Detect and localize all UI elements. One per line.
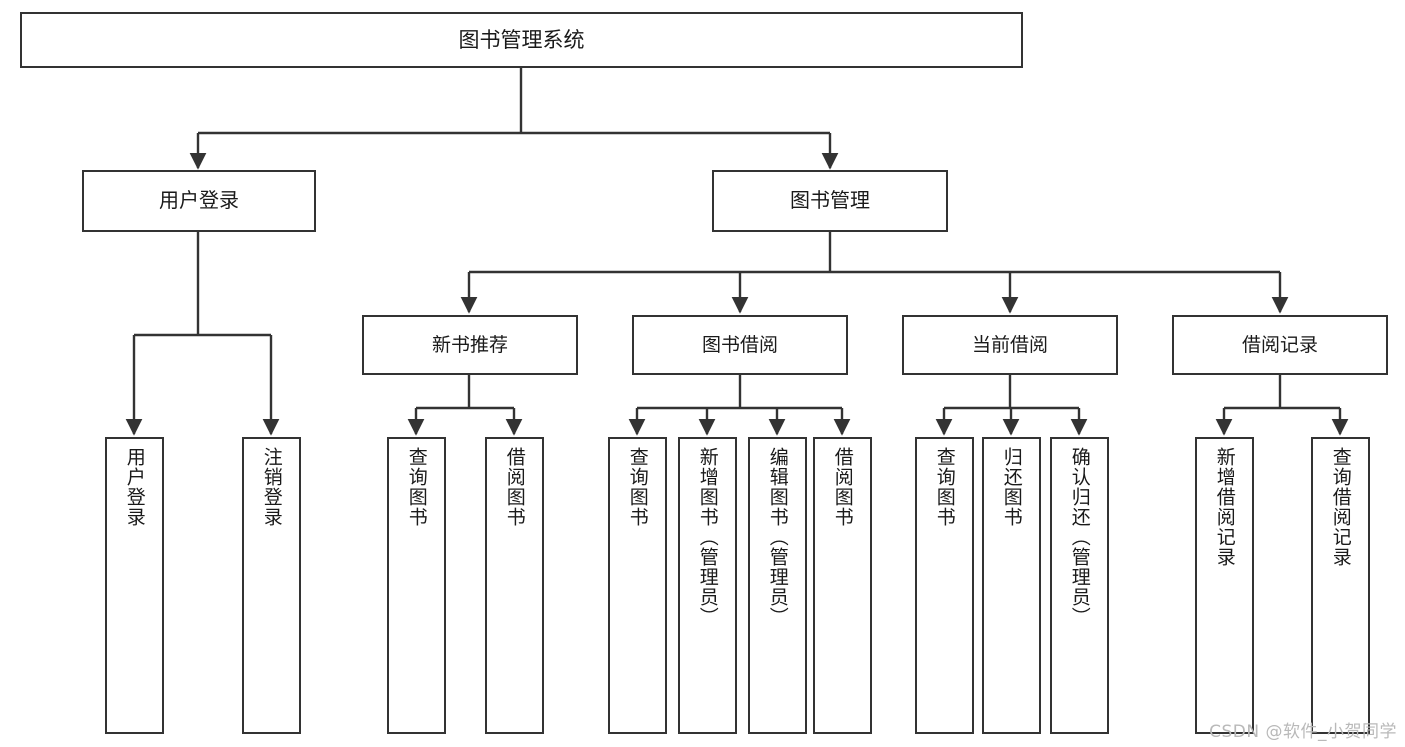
node-root-label: 图书管理系统 [458,27,585,52]
node-leaf-user-login[interactable]: 用户登录 [105,437,164,734]
node-book-borrow[interactable]: 图书借阅 [632,315,848,375]
node-borrow-record-label: 借阅记录 [1241,333,1318,356]
node-leaf-query-book-1[interactable]: 查询图书 [387,437,446,734]
node-book-borrow-label: 图书借阅 [701,333,778,356]
node-leaf-query-book-2[interactable]: 查询图书 [608,437,667,734]
node-leaf-return-book-label: 归还图书 [1000,447,1023,527]
node-new-book-rec-label: 新书推荐 [431,333,508,356]
node-leaf-query-record[interactable]: 查询借阅记录 [1311,437,1370,734]
node-leaf-query-record-label: 查询借阅记录 [1329,447,1352,567]
node-leaf-borrow-book-1[interactable]: 借阅图书 [485,437,544,734]
node-user-login[interactable]: 用户登录 [82,170,316,232]
node-leaf-return-book[interactable]: 归还图书 [982,437,1041,734]
node-leaf-add-record-label: 新增借阅记录 [1213,447,1236,567]
node-leaf-confirm-return-label: 确认归还（管理员） [1068,447,1091,627]
node-leaf-borrow-book-2[interactable]: 借阅图书 [813,437,872,734]
node-leaf-borrow-book-1-label: 借阅图书 [503,447,526,527]
node-leaf-add-record[interactable]: 新增借阅记录 [1195,437,1254,734]
node-leaf-add-book-label: 新增图书（管理员） [696,447,719,627]
node-leaf-query-book-3-label: 查询图书 [933,447,956,527]
node-leaf-query-book-2-label: 查询图书 [626,447,649,527]
node-borrow-record[interactable]: 借阅记录 [1172,315,1388,375]
node-current-borrow-label: 当前借阅 [971,333,1048,356]
watermark: CSDN @软件_小贺同学 [1209,722,1397,742]
node-leaf-edit-book[interactable]: 编辑图书（管理员） [748,437,807,734]
node-book-manage-label: 图书管理 [790,188,870,213]
node-current-borrow[interactable]: 当前借阅 [902,315,1118,375]
node-leaf-edit-book-label: 编辑图书（管理员） [766,447,789,627]
node-leaf-borrow-book-2-label: 借阅图书 [831,447,854,527]
node-leaf-user-login-label: 用户登录 [123,447,146,527]
node-leaf-logout[interactable]: 注销登录 [242,437,301,734]
node-leaf-add-book[interactable]: 新增图书（管理员） [678,437,737,734]
node-leaf-query-book-1-label: 查询图书 [405,447,428,527]
node-new-book-rec[interactable]: 新书推荐 [362,315,578,375]
node-leaf-query-book-3[interactable]: 查询图书 [915,437,974,734]
node-book-manage[interactable]: 图书管理 [712,170,948,232]
node-root[interactable]: 图书管理系统 [20,12,1023,68]
node-user-login-label: 用户登录 [159,188,239,213]
node-leaf-logout-label: 注销登录 [260,447,283,527]
node-leaf-confirm-return[interactable]: 确认归还（管理员） [1050,437,1109,734]
